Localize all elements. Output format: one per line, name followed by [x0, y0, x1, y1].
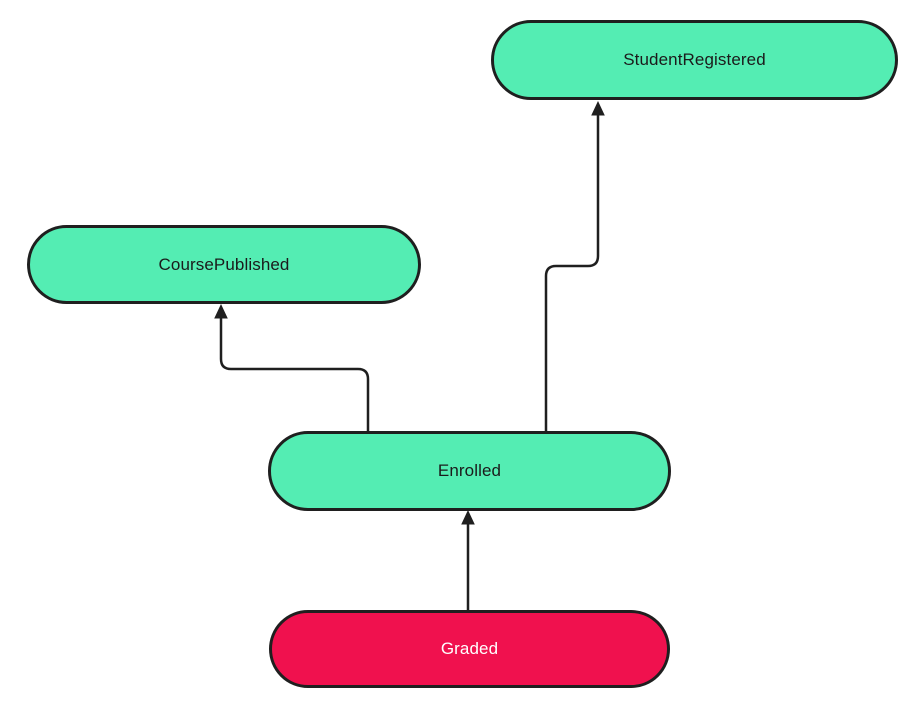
- arrowhead-enrolled-to-course-published: [214, 304, 228, 319]
- arrowhead-enrolled-to-student-registered: [591, 101, 605, 116]
- edge-enrolled-to-course-published: [219, 318, 370, 431]
- node-student-registered[interactable]: StudentRegistered: [491, 20, 898, 100]
- node-enrolled[interactable]: Enrolled: [268, 431, 671, 511]
- node-student-registered-label: StudentRegistered: [623, 50, 766, 69]
- node-course-published[interactable]: CoursePublished: [27, 225, 421, 304]
- node-enrolled-label: Enrolled: [437, 461, 502, 480]
- arrowhead-graded-to-enrolled: [461, 510, 475, 525]
- node-course-published-label: CoursePublished: [158, 254, 290, 274]
- edge-enrolled-to-student-registered: [544, 115, 600, 431]
- node-graded-label: Graded: [440, 639, 499, 658]
- node-graded[interactable]: Graded: [269, 610, 670, 688]
